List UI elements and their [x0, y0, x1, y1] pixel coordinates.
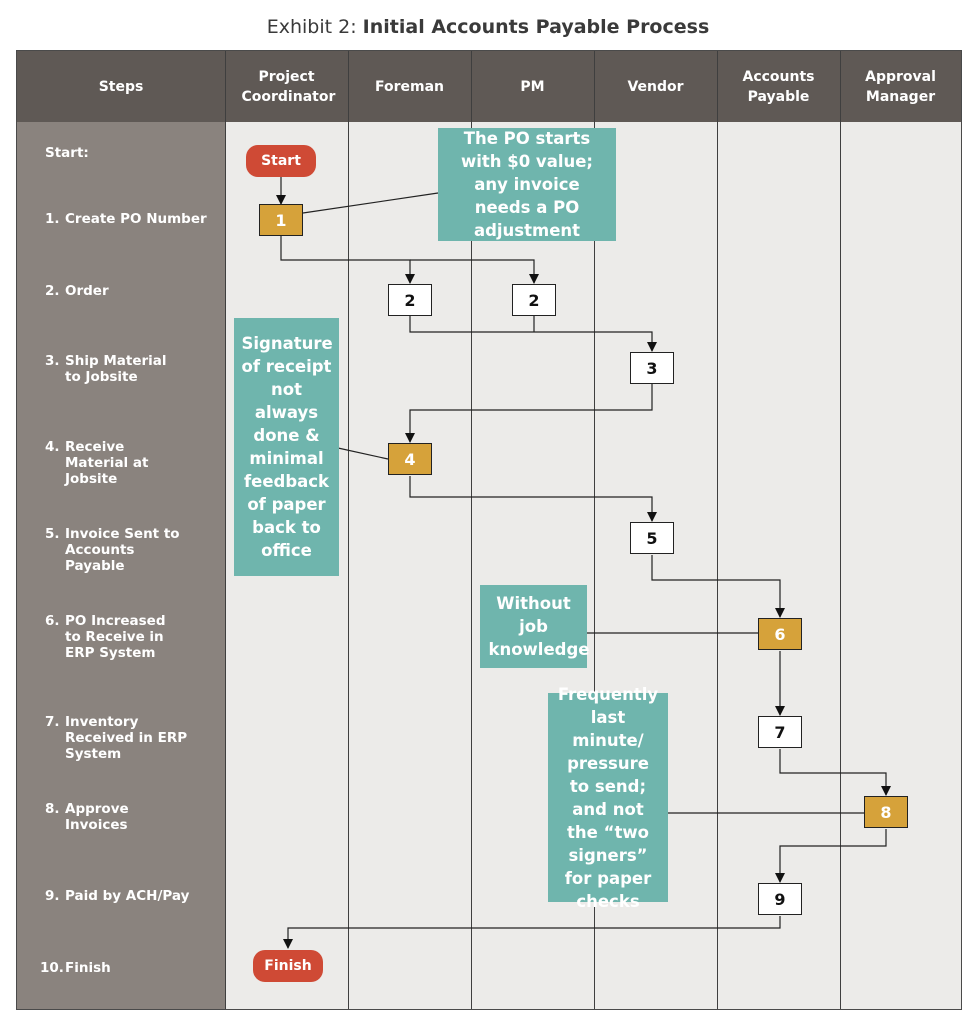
process-box-9: 9	[758, 883, 802, 915]
step-text: Order	[65, 283, 109, 299]
step-number: 10.	[40, 960, 64, 976]
header-foreman: Foreman	[348, 51, 471, 122]
title-main: Initial Accounts Payable Process	[362, 16, 710, 38]
connector-1-to-2-pm	[410, 259, 539, 284]
lane-divider	[717, 51, 718, 1009]
connector-4-to-5	[409, 476, 657, 522]
lane-divider	[840, 51, 841, 1009]
step-text: Inventory Received in ERP System	[65, 714, 188, 762]
finish-terminal: Finish	[253, 950, 323, 982]
lane-divider	[225, 51, 226, 1009]
step-text: Finish	[65, 960, 111, 976]
exhibit-title: Exhibit 2: Initial Accounts Payable Proc…	[0, 16, 976, 38]
header-project-coordinator-text: Project Coordinator	[241, 68, 336, 105]
header-approval-manager-text: Approval Manager	[865, 68, 936, 105]
step-number: 5.	[45, 526, 60, 542]
start-terminal: Start	[246, 145, 316, 177]
connector-1-to-2-foreman	[280, 236, 415, 284]
lane-divider	[594, 51, 595, 1009]
step-text: Approve Invoices	[65, 801, 129, 833]
lane-divider	[471, 51, 472, 1009]
note-job-knowledge: Without job knowledge	[480, 585, 590, 668]
header-steps: Steps	[17, 51, 225, 122]
process-box-2-foreman: 2	[388, 284, 432, 316]
step-text: Create PO Number	[65, 211, 207, 227]
step-text: Ship Material to Jobsite	[65, 353, 167, 385]
step-text: Receive Material at Jobsite	[65, 439, 149, 487]
step-number: 4.	[45, 439, 60, 455]
step-text: PO Increased to Receive in ERP System	[65, 613, 166, 661]
header-accounts-payable-text: Accounts Payable	[742, 68, 815, 105]
callout-line-po	[302, 192, 439, 214]
title-prefix: Exhibit 2:	[266, 16, 363, 38]
steps-column	[17, 122, 225, 1009]
step-number: 6.	[45, 613, 60, 629]
connector-7-to-8	[779, 749, 891, 796]
connector-8-to-9	[775, 829, 887, 883]
lane-divider	[348, 51, 349, 1009]
header-pm: PM	[471, 51, 594, 122]
header-vendor: Vendor	[594, 51, 717, 122]
process-box-2-pm: 2	[512, 284, 556, 316]
process-box-5: 5	[630, 522, 674, 554]
header-accounts-payable: Accounts Payable	[717, 51, 840, 122]
connector-3-to-4	[405, 384, 653, 443]
step-start-label: Start:	[45, 145, 89, 161]
step-number: 8.	[45, 801, 60, 817]
step-text: Paid by ACH/Pay	[65, 888, 190, 904]
header-project-coordinator: Project Coordinator	[225, 51, 348, 122]
note-signature: Signature of receipt not always done & m…	[234, 318, 339, 576]
process-box-4: 4	[388, 443, 432, 475]
process-box-7: 7	[758, 716, 802, 748]
connector-9-to-finish	[283, 916, 781, 949]
step-number: 9.	[45, 888, 60, 904]
step-number: 1.	[45, 211, 60, 227]
process-box-3: 3	[630, 352, 674, 384]
step-number: 2.	[45, 283, 60, 299]
header-approval-manager: Approval Manager	[840, 51, 961, 122]
note-po-value: The PO starts with $0 value; any invoice…	[438, 128, 616, 241]
note-last-minute-text: Frequently last minute/ pressure to send…	[557, 684, 659, 911]
connector-2-foreman-to-3	[409, 316, 657, 352]
connector-5-to-6	[651, 555, 785, 618]
step-text: Invoice Sent to Accounts Payable	[65, 526, 180, 574]
step-number: 3.	[45, 353, 60, 369]
process-box-1: 1	[259, 204, 303, 236]
note-po-value-text: The PO starts with $0 value; any invoice…	[460, 129, 594, 240]
note-job-knowledge-text: Without job knowledge	[488, 594, 590, 659]
process-box-6: 6	[758, 618, 802, 650]
callout-line-signature	[337, 447, 389, 460]
process-box-8: 8	[864, 796, 908, 828]
note-last-minute: Frequently last minute/ pressure to send…	[548, 685, 668, 911]
note-signature-text: Signature of receipt not always done & m…	[241, 334, 333, 560]
step-number: 7.	[45, 714, 60, 730]
